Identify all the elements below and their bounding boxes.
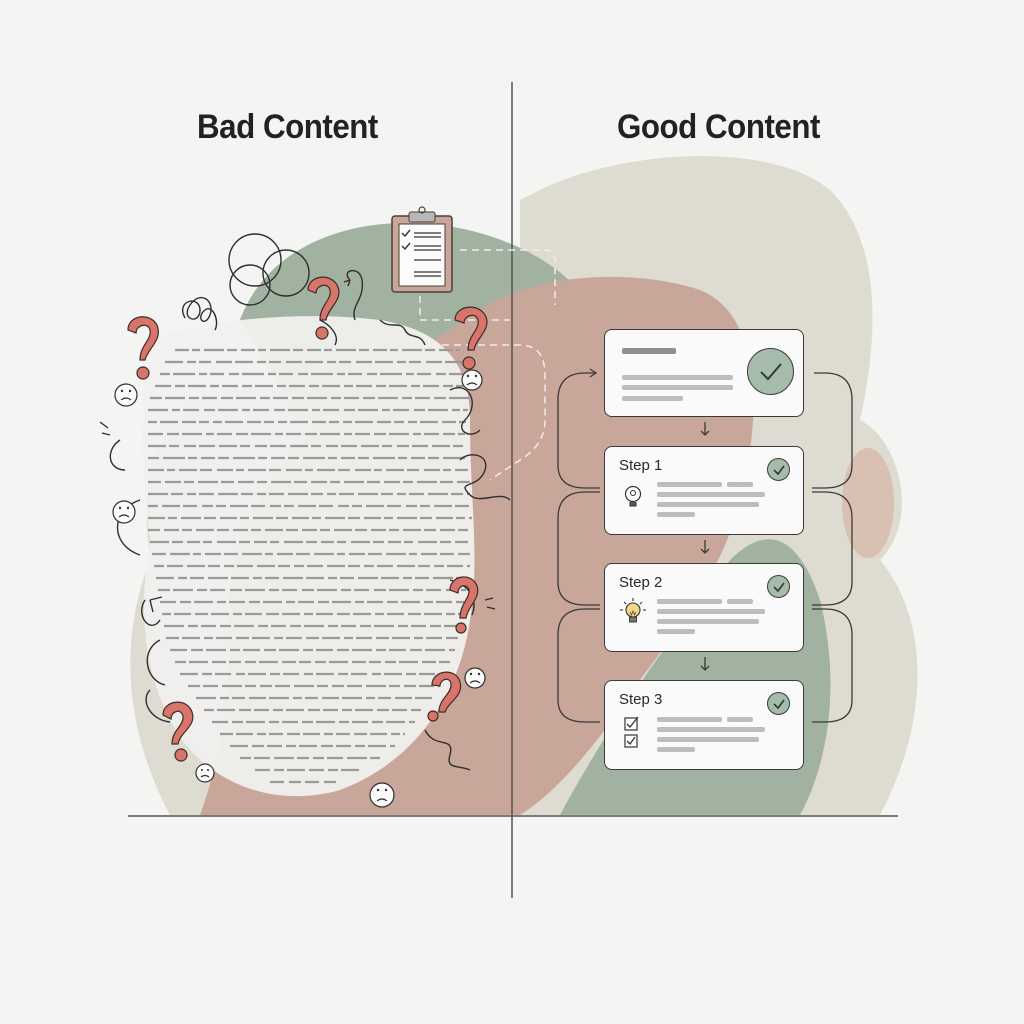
scribble-icon [99,233,511,771]
summary-text-bar [622,385,733,390]
step-label: Step 1 [619,457,663,474]
check-circle-icon [767,692,790,715]
step-text-bar [657,609,765,614]
checklist-icon [624,716,639,748]
step-label: Step 3 [619,691,663,708]
step-text-bar [727,482,753,487]
step-text-bar [657,737,759,742]
good-content-title: Good Content [617,108,820,146]
question-mark-icon [127,316,159,380]
check-circle-icon [767,458,790,481]
step-text-bar [727,717,753,722]
step-text-bar [657,619,759,624]
step-text-bar [657,629,695,634]
text-lines [148,348,472,784]
bad-content-title: Bad Content [197,108,378,146]
flow-connectors [557,368,853,723]
lightbulb-lit-icon [620,598,646,623]
step-text-bar [657,717,722,722]
step-text-bar [657,599,722,604]
step-text-bar [657,747,695,752]
step-text-bar [727,599,753,604]
check-circle-icon [747,348,794,395]
lightbulb-outline-icon [624,485,642,507]
step-card-1: Step 1 [604,446,804,535]
summary-text-bar [622,375,733,380]
rose-oval [842,448,894,558]
check-circle-icon [767,575,790,598]
step-text-bar [657,512,695,517]
step-text-bar [657,492,765,497]
step-card-2: Step 2 [604,563,804,652]
summary-card [604,329,804,417]
step-text-bar [657,727,765,732]
jumbled-text-cloud [142,316,475,797]
step-card-3: Step 3 [604,680,804,770]
summary-text-bar [622,396,683,401]
summary-heading-bar [622,348,676,354]
clipboard-checklist-icon [391,206,453,293]
step-text-bar [657,482,722,487]
step-label: Step 2 [619,574,663,591]
step-text-bar [657,502,759,507]
